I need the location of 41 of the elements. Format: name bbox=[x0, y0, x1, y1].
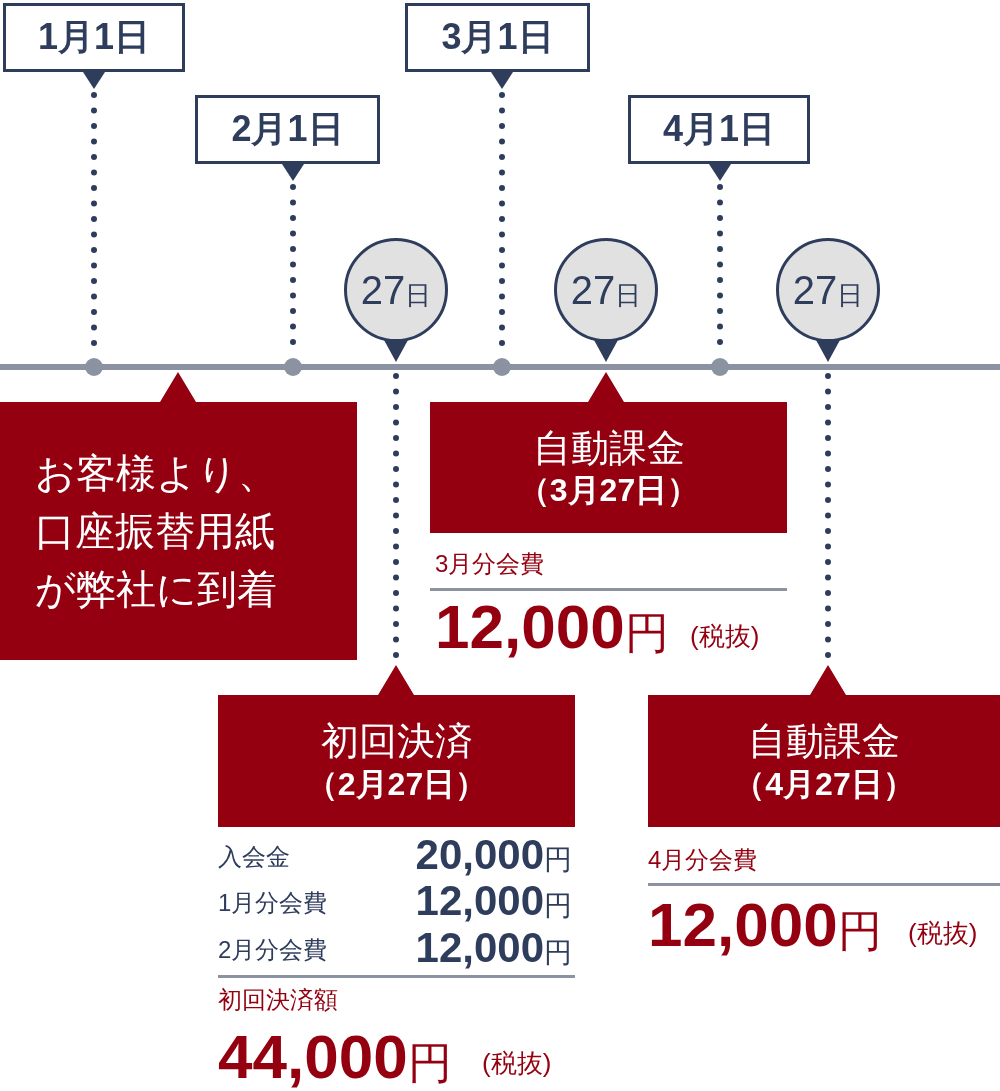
amount-value: 44,000円 bbox=[218, 1026, 452, 1088]
day-callout bbox=[552, 236, 660, 362]
date-callout bbox=[405, 3, 590, 89]
event-title: 初回決済 bbox=[320, 719, 473, 764]
event-date: （3月27日） bbox=[517, 471, 700, 510]
event-title: 自動課金 bbox=[748, 719, 900, 764]
timeline-dot bbox=[493, 358, 511, 376]
event-callout bbox=[430, 372, 787, 533]
day-callout bbox=[774, 236, 882, 362]
event-text: お客様より、口座振替用紙が弊社に到着 bbox=[35, 450, 279, 613]
amount-value: 12,000円 bbox=[415, 880, 572, 922]
date-callout bbox=[628, 95, 810, 181]
event-callout bbox=[0, 372, 357, 660]
date-callout bbox=[195, 95, 380, 181]
fee-caption: 初回決済額 bbox=[218, 988, 338, 1012]
event-callout bbox=[218, 665, 575, 827]
event-date: （4月27日） bbox=[733, 764, 915, 803]
event-callout bbox=[648, 665, 1000, 827]
amount-value: 12,000円 bbox=[415, 927, 572, 969]
amount-value: 12,000円 bbox=[435, 596, 669, 658]
timeline-dot bbox=[711, 358, 729, 376]
date-label: 2月1日 bbox=[231, 107, 344, 151]
day-callout bbox=[342, 236, 450, 362]
fee-item: 2月分会費 bbox=[218, 938, 328, 962]
date-label: 4月1日 bbox=[662, 107, 775, 151]
date-label: 3月1日 bbox=[441, 15, 554, 59]
timeline-dot bbox=[284, 358, 302, 376]
timeline-bar bbox=[0, 364, 1000, 370]
amount-value: 12,000円 bbox=[648, 894, 882, 956]
day-label: 27日 bbox=[570, 267, 642, 313]
date-label: 1月1日 bbox=[37, 15, 150, 59]
day-label: 27日 bbox=[792, 267, 864, 313]
tax-note: (税抜) bbox=[482, 1050, 552, 1076]
timeline-dot bbox=[85, 358, 103, 376]
amount-value: 20,000円 bbox=[415, 834, 572, 876]
date-callout bbox=[3, 3, 185, 89]
event-title: 自動課金 bbox=[532, 425, 685, 471]
day-label: 27日 bbox=[360, 267, 432, 313]
event-date: （2月27日） bbox=[305, 764, 488, 803]
fee-item: 1月分会費 bbox=[218, 891, 328, 915]
tax-note: (税抜) bbox=[908, 920, 978, 946]
